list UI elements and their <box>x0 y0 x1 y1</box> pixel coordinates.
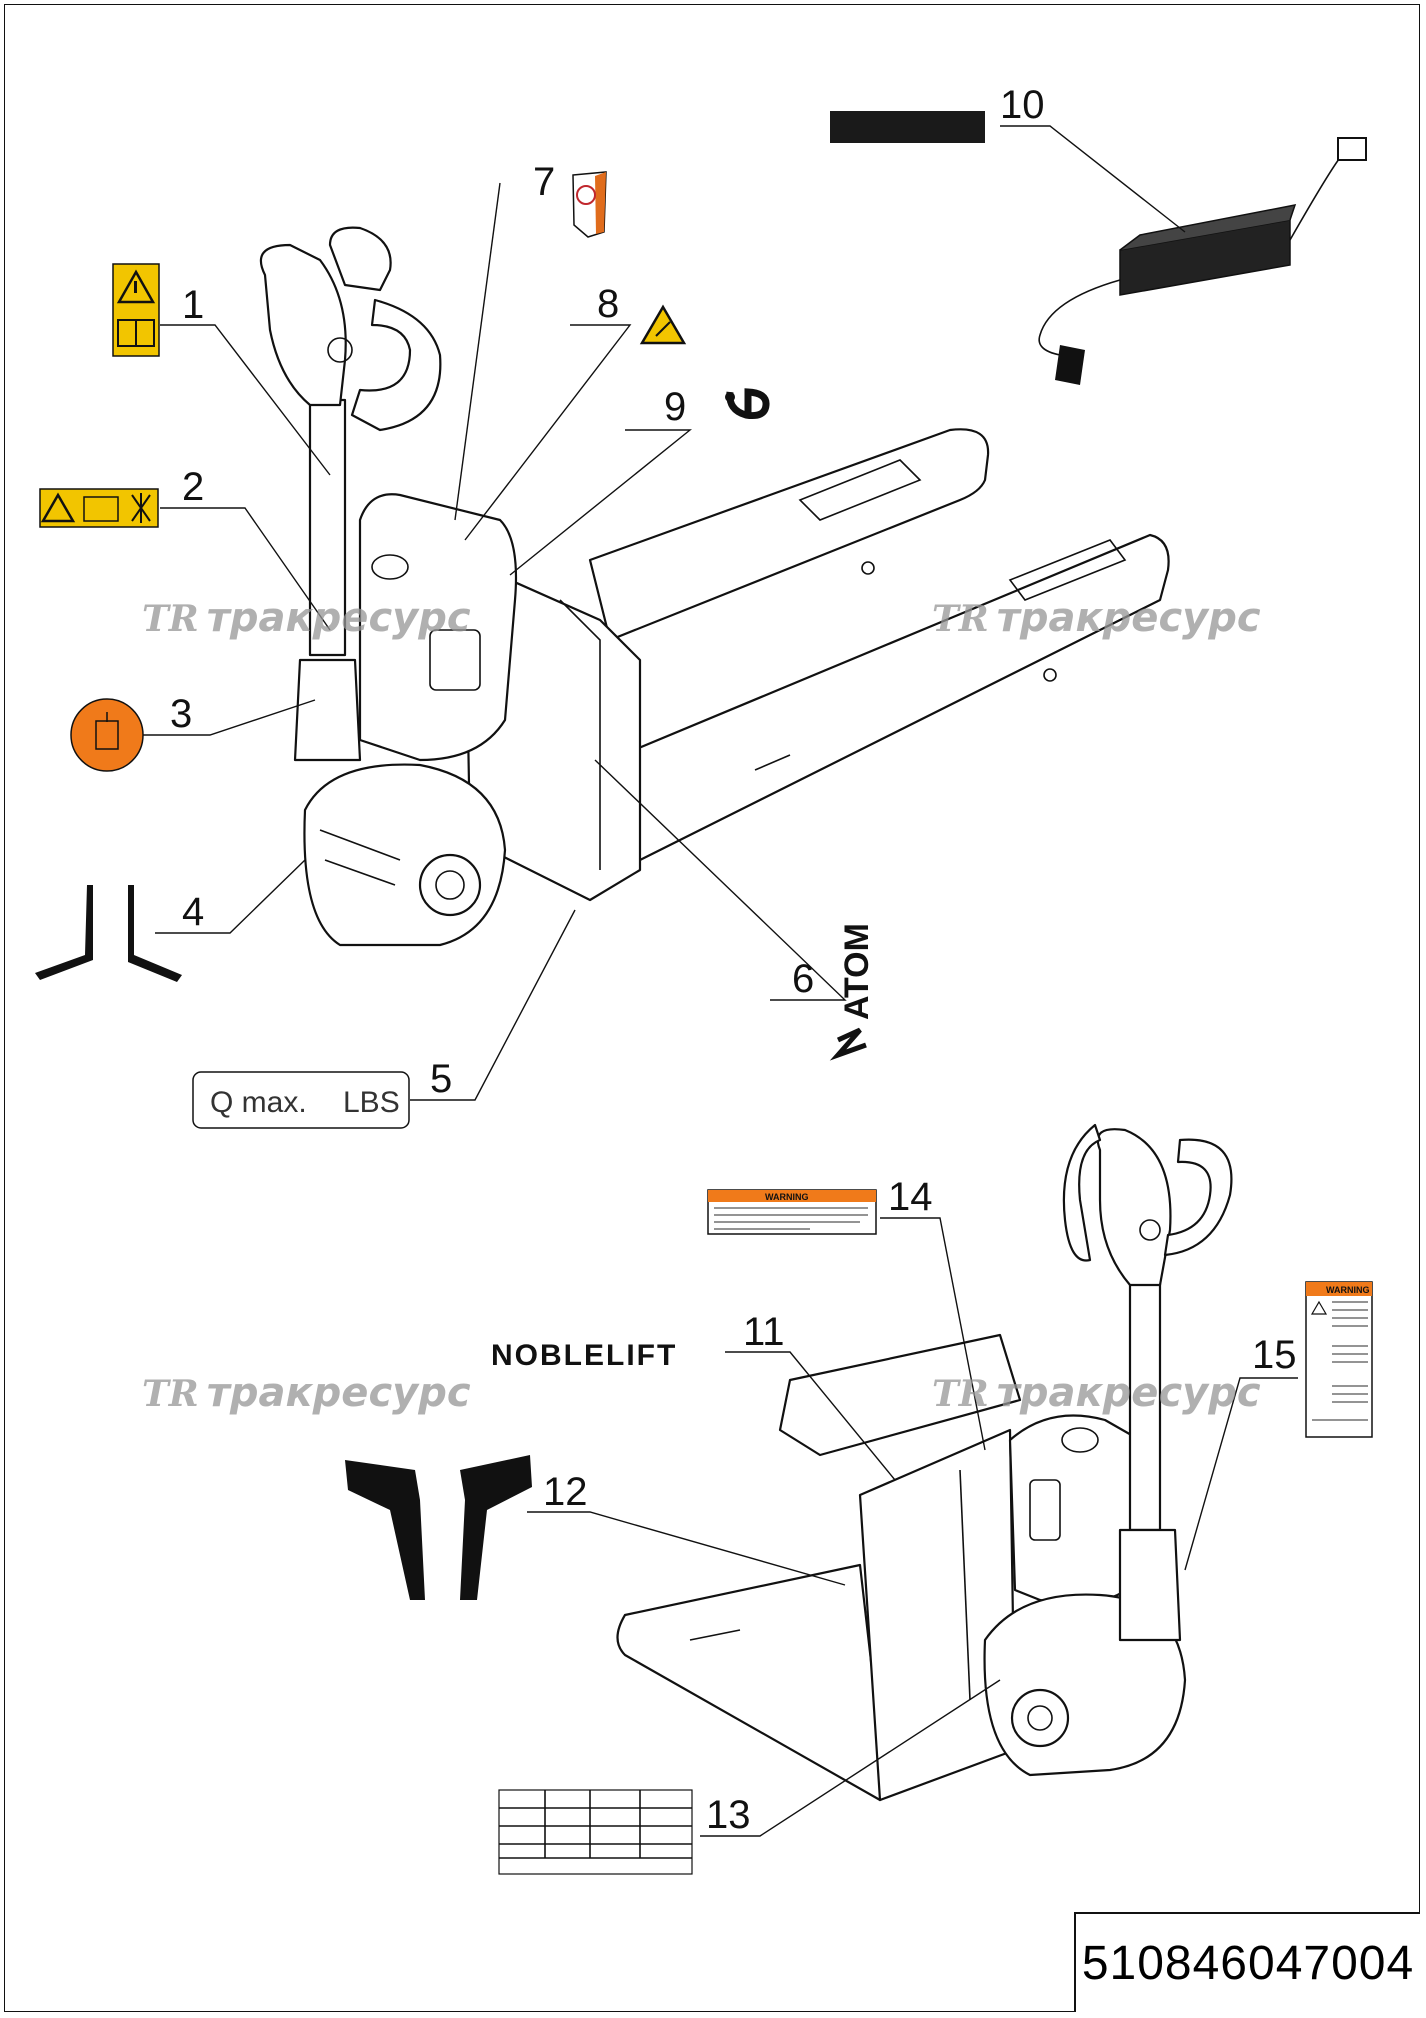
label-orange-round <box>70 698 144 772</box>
label-warning-manual <box>112 263 160 357</box>
watermark-text: тракресурс <box>996 595 1261 641</box>
qmax-text: Q max. <box>210 1086 307 1119</box>
label-warning-operation: WARNING <box>1305 1281 1373 1438</box>
watermark-text: тракресурс <box>206 595 471 641</box>
drawing-frame <box>4 4 1420 2012</box>
watermark-logo: TR <box>142 1373 199 1415</box>
callout-1: 1 <box>182 283 204 327</box>
callout-13: 13 <box>706 1793 751 1837</box>
callout-14: 14 <box>888 1175 933 1219</box>
label-crush-hazard <box>639 304 687 345</box>
callout-8: 8 <box>597 282 619 326</box>
decal-stripes-left-pair <box>35 885 182 982</box>
callout-12: 12 <box>543 1470 588 1514</box>
warning-large-text: WARNING <box>1326 1285 1370 1295</box>
noblelift-text: NOBLELIFT <box>491 1339 677 1372</box>
logo-atom: ATOM <box>829 923 876 1061</box>
document-number: 510846047004 <box>1081 1936 1415 1990</box>
callout-2: 2 <box>182 465 204 509</box>
callout-15: 15 <box>1252 1333 1297 1377</box>
warning-small-text: WARNING <box>765 1192 809 1202</box>
watermark-text: тракресурс <box>996 1370 1261 1416</box>
label-lifting-hook <box>725 388 770 419</box>
callout-4: 4 <box>182 890 204 934</box>
charger-unit <box>830 111 1367 385</box>
atom-text: ATOM <box>838 923 876 1020</box>
document-number-box: 510846047004 <box>1074 1912 1420 2012</box>
leader-lines <box>143 125 1298 1837</box>
label-warning-electrical: WARNING <box>707 1189 877 1235</box>
callout-6: 6 <box>792 957 814 1001</box>
callout-7: 7 <box>533 160 555 204</box>
watermark-logo: TR <box>142 598 199 640</box>
callout-11: 11 <box>743 1310 785 1354</box>
callout-5: 5 <box>430 1057 452 1101</box>
pallet-truck-lower <box>616 1123 1233 1802</box>
label-capacity-plate: Q max. LBS <box>192 1071 410 1129</box>
watermark-logo: TR <box>932 1373 989 1415</box>
callout-numbers: 1 2 3 4 5 6 7 8 9 10 11 12 13 14 15 <box>170 83 1297 1837</box>
callout-9: 9 <box>664 385 686 429</box>
logo-noblelift: NOBLELIFT <box>491 1339 677 1372</box>
watermark-text: тракресурс <box>206 1370 471 1416</box>
label-no-step <box>572 171 607 238</box>
decal-stripes-right-pair <box>345 1455 532 1600</box>
callout-10: 10 <box>1000 83 1045 127</box>
watermark-logo: TR <box>932 598 989 640</box>
label-pictogram-strip <box>39 488 159 528</box>
callout-3: 3 <box>170 692 192 736</box>
label-spec-plate <box>498 1789 693 1875</box>
lbs-text: LBS <box>343 1086 400 1119</box>
pallet-truck-upper <box>259 226 1170 947</box>
